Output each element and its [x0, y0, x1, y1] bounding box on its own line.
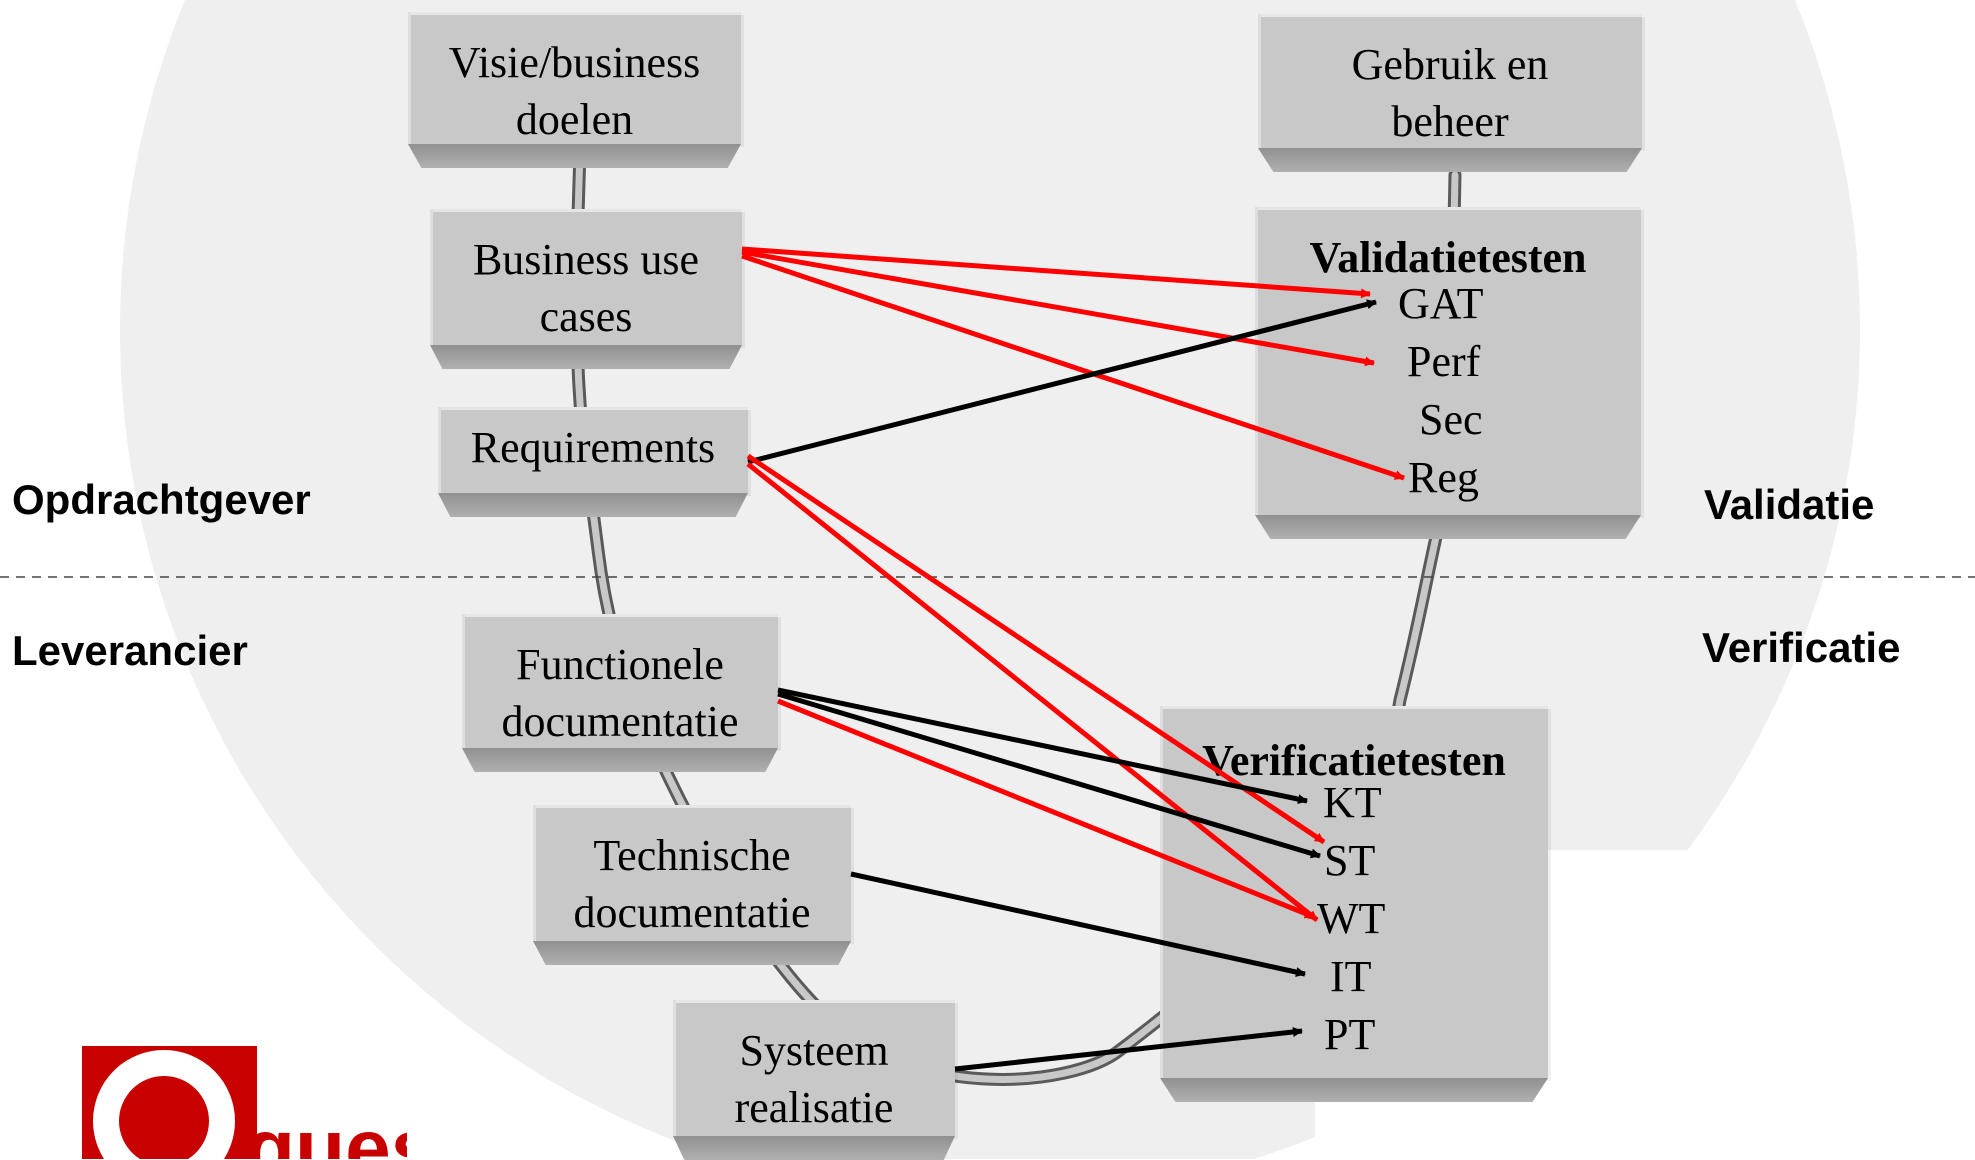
- box-business-line1: Business use: [472, 235, 700, 284]
- arrow-technische-to-it: [850, 871, 1306, 977]
- box-validatietesten: Validatietesten: [1255, 207, 1641, 539]
- box-requirements: Requirements: [438, 407, 748, 517]
- box-systeem-line2: realisatie: [734, 1083, 894, 1132]
- arrow-business-to-perf: [741, 249, 1375, 367]
- box-visie: Visie/business doelen: [408, 12, 741, 168]
- arrow-functionele-to-wt: [777, 698, 1315, 920]
- verificatie-item-kt: KT: [1323, 778, 1382, 827]
- box-gebruik-line2: beheer: [1391, 97, 1509, 146]
- box-technische-line2: documentatie: [573, 888, 811, 937]
- logo-graphic: quest: [82, 1046, 407, 1159]
- box-gebruik-en-beheer: Gebruik en beheer: [1258, 14, 1642, 172]
- arrow-requirements-to-gat: [747, 299, 1377, 465]
- logo-q-ring: [93, 1050, 235, 1159]
- arrow-business-to-gat: [741, 246, 1371, 299]
- box-functionele-line2: documentatie: [501, 697, 739, 746]
- arrow-requirements-to-st: [746, 453, 1326, 845]
- box-functionele-documentatie: Functionele documentatie: [462, 614, 778, 772]
- verificatie-item-pt: PT: [1324, 1010, 1376, 1059]
- verificatie-item-wt: WT: [1317, 894, 1386, 943]
- validatie-item-perf: Perf: [1407, 337, 1481, 386]
- box-verificatietesten: Verificatietesten: [1160, 706, 1548, 1102]
- validatie-item-gat: GAT: [1398, 279, 1484, 328]
- label-opdrachtgever: Opdrachtgever: [12, 476, 311, 523]
- arrow-functionele-to-kt: [777, 687, 1308, 805]
- verificatie-item-it: IT: [1330, 952, 1372, 1001]
- label-validatie: Validatie: [1704, 481, 1875, 528]
- box-technische-documentatie: Technische documentatie: [533, 805, 851, 965]
- box-visie-line2: doelen: [515, 95, 634, 144]
- arrow-requirements-to-wt: [746, 462, 1319, 922]
- verificatietesten-title: Verificatietesten: [1202, 736, 1506, 785]
- validatie-item-reg: Reg: [1408, 453, 1479, 502]
- box-technische-line1: Technische: [593, 831, 791, 880]
- logo-text: quest: [245, 1103, 407, 1159]
- box-systeem-line1: Systeem: [739, 1026, 889, 1075]
- verificatie-item-st: ST: [1324, 836, 1376, 885]
- arrow-systeem-to-pt: [954, 1027, 1303, 1072]
- box-visie-line1: Visie/business: [448, 38, 701, 87]
- box-business-line2: cases: [539, 292, 633, 341]
- arrow-business-to-reg: [741, 253, 1405, 481]
- box-requirements-line1: Requirements: [470, 423, 716, 472]
- quest-logo: quest: [82, 1046, 407, 1159]
- label-verificatie: Verificatie: [1702, 624, 1901, 671]
- box-business-use-cases: Business use cases: [430, 209, 742, 369]
- label-leverancier: Leverancier: [12, 627, 248, 674]
- box-systeem-realisatie: Systeem realisatie: [673, 1000, 955, 1160]
- validatie-item-sec: Sec: [1419, 395, 1483, 444]
- arrow-functionele-to-st: [777, 691, 1321, 859]
- box-functionele-line1: Functionele: [516, 640, 724, 689]
- validatietesten-title: Validatietesten: [1309, 233, 1587, 282]
- box-gebruik-line1: Gebruik en: [1351, 40, 1549, 89]
